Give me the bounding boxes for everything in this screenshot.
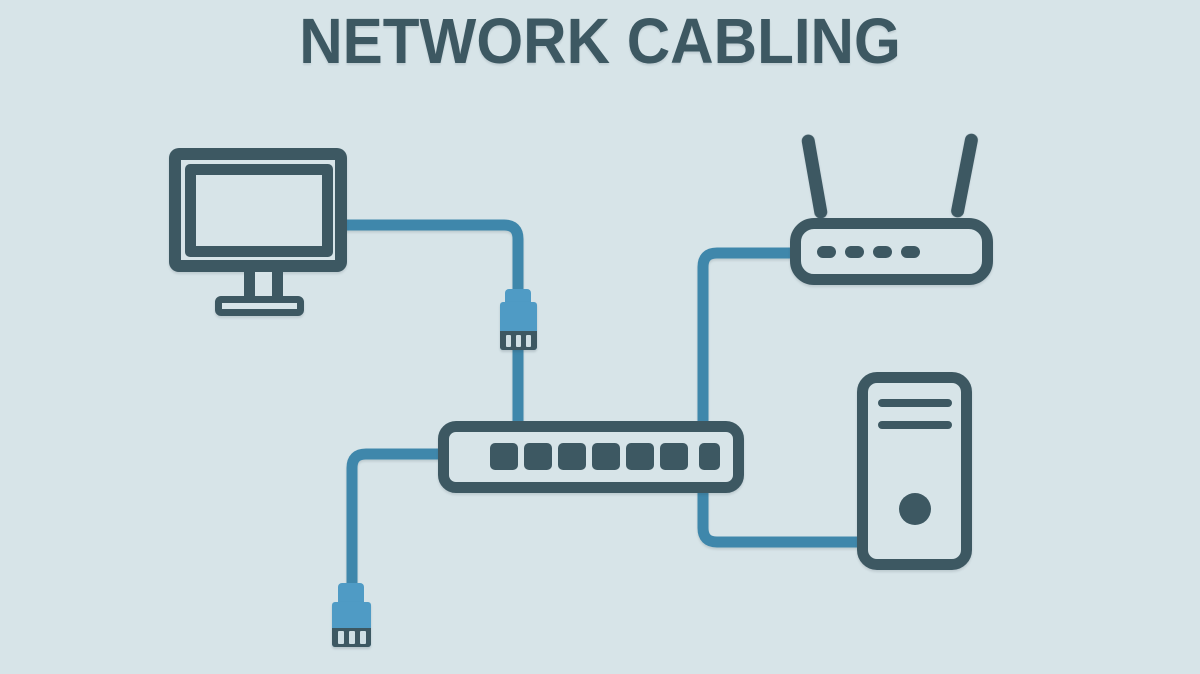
- pill: [873, 246, 892, 258]
- monitor-screen: [185, 164, 333, 257]
- slot: [878, 421, 952, 429]
- port: [626, 443, 654, 470]
- pin: [516, 334, 521, 347]
- port: [660, 443, 688, 470]
- switch-body: [438, 421, 744, 493]
- pill: [845, 246, 864, 258]
- plug-contact-band: [332, 628, 371, 647]
- port: [490, 443, 518, 470]
- pc-power-button: [899, 493, 931, 525]
- port: [699, 443, 720, 470]
- router-indicator-lights: [817, 246, 920, 258]
- monitor-stand-base: [215, 296, 304, 316]
- pin: [526, 334, 531, 347]
- pin: [359, 631, 366, 644]
- pc-drive-slots: [878, 399, 952, 443]
- plug-contact-band: [500, 331, 537, 350]
- cable-switch-to-plug: [346, 448, 445, 596]
- port: [592, 443, 620, 470]
- cable-switch-to-router: [697, 247, 798, 428]
- slot: [878, 399, 952, 407]
- switch-ports: [490, 443, 720, 470]
- page-title: NETWORK CABLING: [299, 5, 901, 77]
- cable-monitor-to-switch: [338, 219, 524, 425]
- port: [558, 443, 586, 470]
- pin: [348, 631, 355, 644]
- plug-boot: [505, 289, 531, 305]
- cable-switch-to-pc: [697, 486, 865, 548]
- port: [524, 443, 552, 470]
- plug-boot: [338, 583, 364, 604]
- pin: [506, 334, 511, 347]
- pin: [337, 631, 344, 644]
- monitor-stand-neck: [244, 272, 283, 297]
- pill: [901, 246, 920, 258]
- pill: [817, 246, 836, 258]
